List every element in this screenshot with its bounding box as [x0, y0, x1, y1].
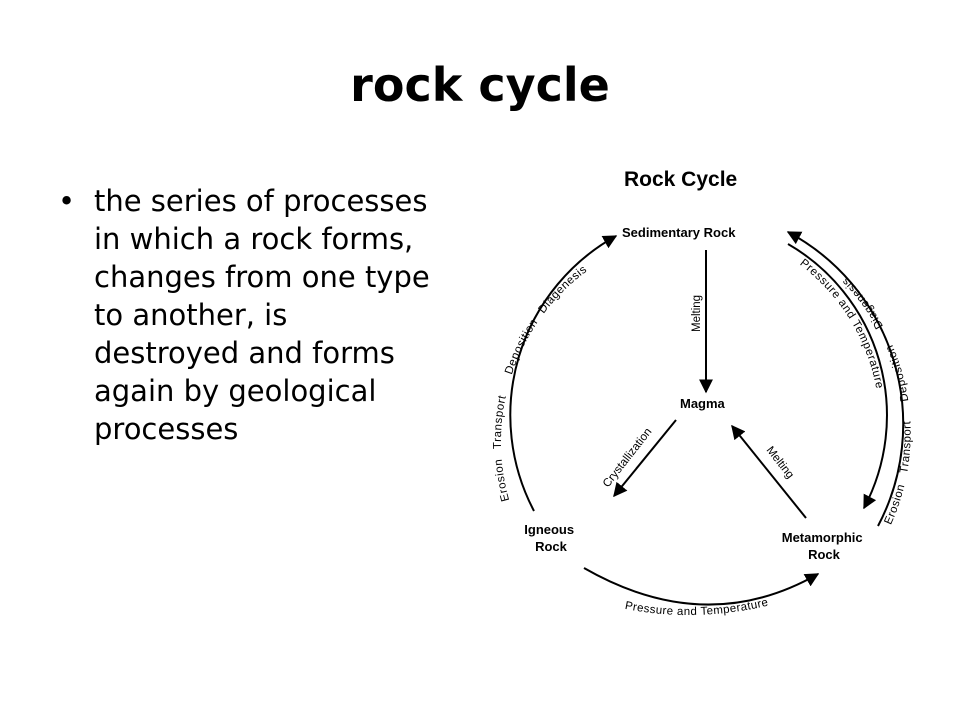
node-metamorphic-line1: Metamorphic [782, 530, 863, 545]
left-diagenesis: Diagenesis [536, 263, 589, 315]
diagram-title: Rock Cycle [624, 168, 737, 191]
node-metamorphic-line2: Rock [808, 547, 841, 562]
label-melting-meta-magma: Melting [764, 444, 796, 481]
arrow-sedimentary-to-metamorphic [787, 243, 888, 510]
slide-title: rock cycle [350, 58, 610, 112]
arrow-metamorphic-to-magma [731, 424, 807, 519]
arrow-metamorphic-to-sedimentary [786, 231, 905, 527]
bullet-item: • the series of processes in which a roc… [58, 182, 438, 448]
arrow-magma-to-igneous [613, 419, 677, 498]
label-left-arc: Erosion Transport Deposition Diagenesis [492, 263, 589, 502]
bullet-list: • the series of processes in which a roc… [58, 182, 438, 448]
right-erosion: Erosion [882, 483, 907, 527]
left-deposition: Deposition [503, 317, 540, 376]
node-igneous-line1: Igneous [524, 522, 574, 537]
node-igneous-line2: Rock [535, 539, 568, 554]
arrow-igneous-to-sedimentary [509, 235, 618, 512]
rock-cycle-diagram: Rock Cycle Sedimentary Rock Magma Igneou… [492, 168, 914, 618]
label-melting-sed-magma: Melting [691, 295, 703, 332]
right-deposition: Deposition [884, 343, 912, 403]
bullet-dot: • [58, 184, 76, 218]
node-magma: Magma [680, 396, 726, 411]
node-metamorphic-rock: Metamorphic Rock [782, 530, 867, 562]
bullet-text: the series of processes in which a rock … [94, 184, 430, 446]
right-transport: Transport [898, 420, 914, 474]
node-igneous-rock: Igneous Rock [524, 522, 577, 554]
node-sedimentary-rock: Sedimentary Rock [622, 225, 736, 240]
arrow-igneous-to-metamorphic [583, 567, 820, 606]
left-erosion: Erosion [493, 458, 512, 502]
left-transport: Transport [492, 394, 509, 449]
